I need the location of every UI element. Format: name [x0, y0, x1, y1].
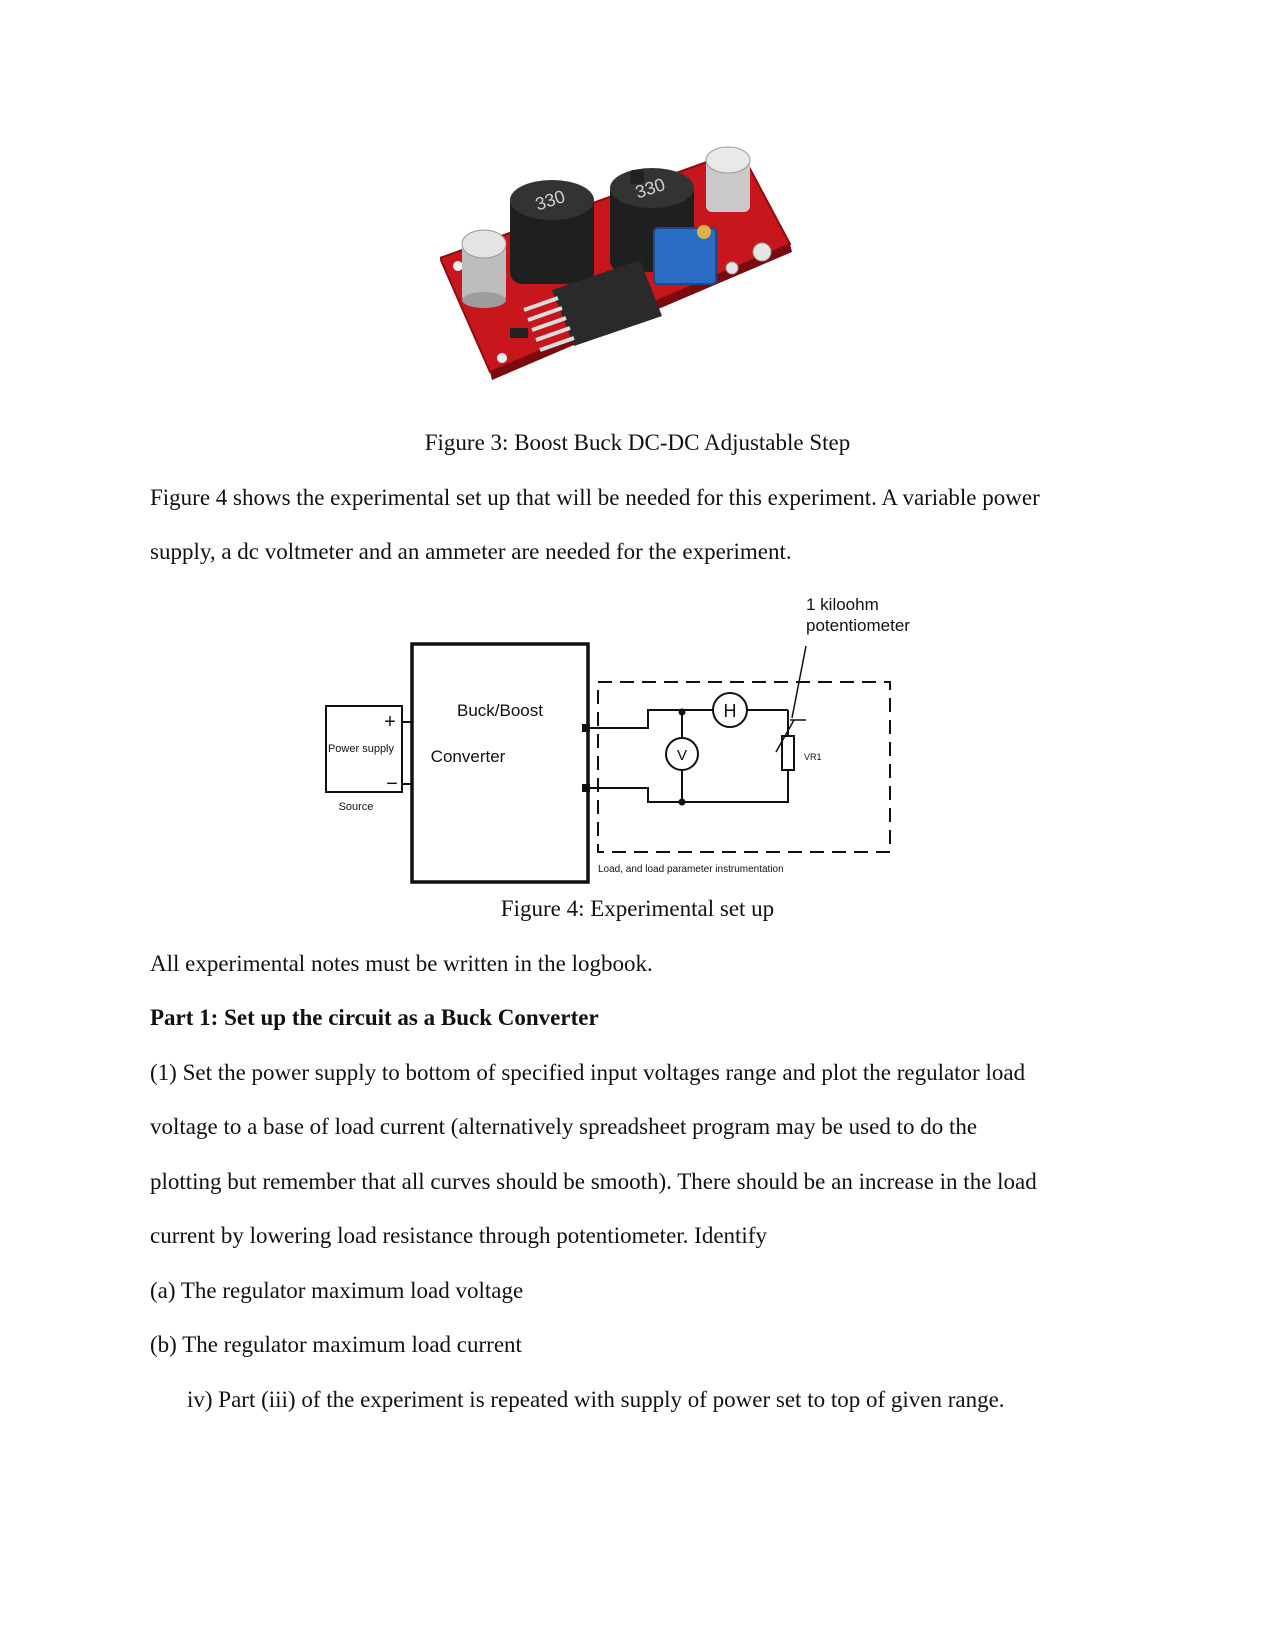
- step-1-line-3: plotting but remember that all curves sh…: [150, 1169, 1037, 1194]
- source-label: Source: [339, 801, 374, 813]
- intro-line-1: Figure 4 shows the experimental set up t…: [150, 485, 1040, 510]
- item-b: (b) The regulator maximum load current: [150, 1332, 522, 1357]
- converter-label-line-1: Buck/Boost: [457, 701, 543, 720]
- converter-label-line-2: Converter: [431, 747, 506, 766]
- figure-4-caption: Figure 4: Experimental set up: [500, 896, 775, 921]
- plus-terminal-label: +: [384, 711, 396, 733]
- experimental-setup-diagram: Buck/Boost Converter Power supply Source…: [325, 642, 891, 884]
- pot-label-line-2: potentiometer: [806, 616, 910, 635]
- step-1-line-1: (1) Set the power supply to bottom of sp…: [150, 1060, 1026, 1085]
- logbook-note: All experimental notes must be written i…: [150, 951, 653, 976]
- load-box-label: Load, and load parameter instrumentation: [598, 864, 784, 875]
- figure-3-caption: Figure 3: Boost Buck DC-DC Adjustable St…: [424, 430, 851, 455]
- minus-terminal-label: −: [386, 773, 398, 795]
- vr1-label: VR1: [804, 752, 822, 762]
- ammeter-symbol: H: [724, 701, 737, 721]
- power-supply-label: Power supply: [328, 743, 395, 755]
- item-iv: iv) Part (iii) of the experiment is repe…: [187, 1387, 1005, 1412]
- voltmeter-symbol: V: [677, 747, 687, 764]
- pot-label-line-1: 1 kiloohm: [806, 595, 879, 614]
- item-a: (a) The regulator maximum load voltage: [150, 1278, 524, 1303]
- dc-dc-module-photo: 330 330: [440, 146, 792, 380]
- step-1-line-2: voltage to a base of load current (alter…: [150, 1114, 978, 1139]
- step-1-line-4: current by lowering load resistance thro…: [150, 1223, 767, 1248]
- intro-line-2: supply, a dc voltmeter and an ammeter ar…: [150, 539, 792, 564]
- part-1-heading: Part 1: Set up the circuit as a Buck Con…: [150, 1005, 599, 1030]
